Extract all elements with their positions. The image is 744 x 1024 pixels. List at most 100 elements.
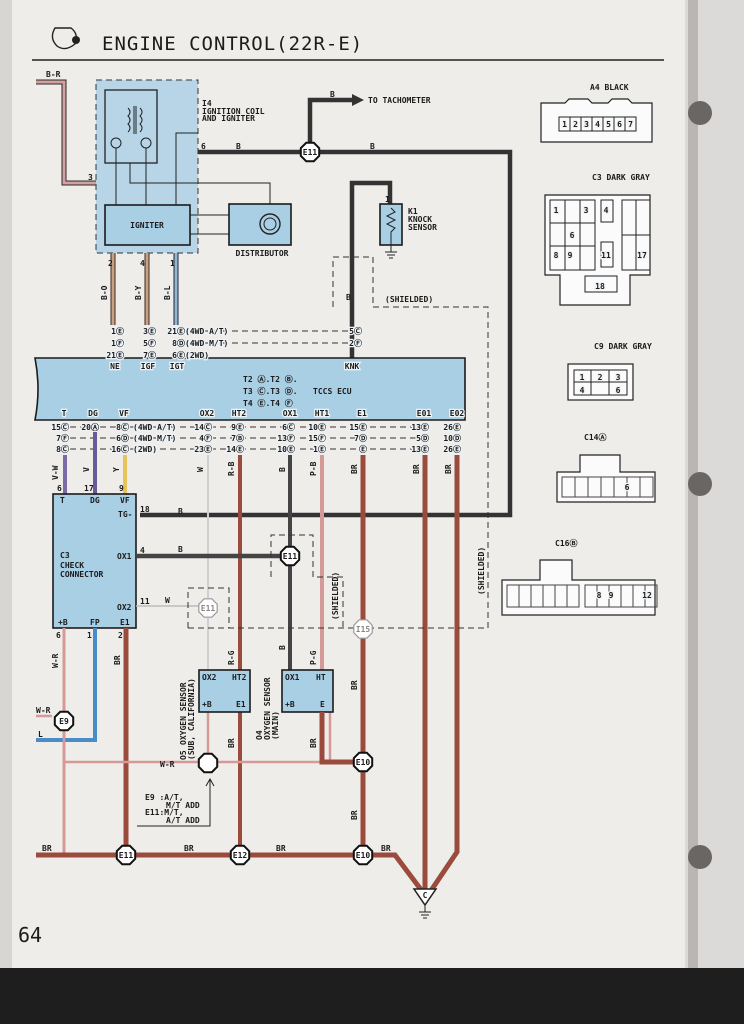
distributor-rotor-icon	[259, 213, 281, 235]
knock-sensor-id: K1	[408, 207, 418, 216]
ecu-terminal-label: E02	[450, 409, 465, 418]
tccs-ecu-box	[34, 357, 466, 421]
junction-e9	[53, 710, 75, 732]
connector-pin-number: 18	[595, 282, 605, 291]
pin-label: 1	[87, 631, 92, 640]
terminal-label: E1	[120, 618, 130, 627]
ecu-terminal-label: KNK	[345, 362, 360, 371]
ecu-pin: 4Ⓕ	[199, 433, 212, 443]
wire-label: B	[178, 507, 183, 516]
oxygen-sensor-main-id: O4	[255, 730, 264, 740]
wire-b-tach	[307, 97, 355, 152]
note-text: E9 :A/T,	[145, 793, 184, 802]
check-connector-id: C3	[60, 551, 70, 560]
wire-label: P-G	[309, 650, 318, 665]
ground-label: C	[423, 891, 428, 900]
ecu-pin: 7Ⓔ	[143, 350, 156, 360]
ecu-pin: 20Ⓐ	[81, 422, 99, 432]
ecu-pin: 15Ⓔ	[349, 422, 367, 432]
connector-pin-number: 2	[573, 120, 578, 129]
connector-cavity	[639, 476, 654, 498]
junction-e10-mid	[352, 751, 374, 773]
terminal-label: T	[60, 496, 65, 505]
connector-cavity	[624, 116, 637, 132]
ecu-terminal-label: T	[62, 409, 67, 418]
check-connector-name-2: CONNECTOR	[60, 570, 104, 579]
pin-label: 17	[84, 484, 94, 493]
ecu-pin: 13Ⓔ	[411, 444, 429, 454]
coil-housing	[104, 89, 158, 164]
oxygen-sensor-sub-name: OXYGEN SENSOR	[179, 682, 188, 745]
shielded-label: (SHIELDED)	[331, 572, 340, 620]
terminal-label: +B	[58, 618, 68, 627]
connector-pin-number: 11	[601, 251, 611, 260]
junction-label: E10	[356, 758, 371, 767]
wire-label: B	[330, 90, 335, 99]
ecu-pin: 14Ⓔ	[226, 444, 244, 454]
coil-winding-icon	[127, 106, 143, 134]
connector-pin-number: 5	[606, 120, 611, 129]
terminal-label: VF	[120, 496, 130, 505]
wire-label: P-B	[309, 461, 318, 476]
arrow-right-icon	[352, 94, 364, 106]
connector-pin-number: 3	[584, 206, 589, 215]
wire-br-o4	[319, 712, 363, 765]
terminal-label: OX2	[117, 603, 132, 612]
ecu-terminal-label: E01	[417, 409, 432, 418]
ecu-pin: 1Ⓔ	[111, 326, 124, 336]
ignition-coil-name-2: AND IGNITER	[202, 114, 255, 123]
variant-label: (4WD M/T)	[133, 434, 176, 443]
ecu-pin: 1Ⓔ	[313, 444, 326, 454]
ecu-terminal-label: OX1	[283, 409, 298, 418]
ecu-pin: 8Ⓓ	[172, 338, 185, 348]
wire-l	[36, 628, 97, 742]
pin-label: 6	[201, 142, 206, 151]
wire-label: V	[82, 467, 91, 472]
wire-label: B	[178, 545, 183, 554]
ecu-pin: 15Ⓕ	[308, 433, 326, 443]
connector-pin-number: 8	[554, 251, 559, 260]
connector-c3-label: C3 DARK GRAY	[592, 173, 650, 182]
ecu-terminal-label: HT1	[315, 409, 330, 418]
wire-label: B-R	[46, 70, 61, 79]
connector-c16-label: C16Ⓑ	[555, 538, 577, 548]
wire-label: B	[236, 142, 241, 151]
junction-label: E12	[233, 851, 248, 860]
oxygen-sensor-sub-name-2: (SUB, CALIFORNIA)	[187, 678, 196, 760]
connector-pin-number: 3	[616, 373, 621, 382]
variant-label: (2WD)	[133, 445, 157, 454]
ecu-terminal-label: VF	[119, 409, 129, 418]
ecu-pin: 5Ⓓ	[416, 433, 429, 443]
wire-label: B	[346, 293, 351, 302]
wire-knk	[349, 180, 393, 358]
ecu-pin: 6Ⓓ	[116, 433, 129, 443]
oxygen-sensor-sub-id: O5	[179, 750, 188, 760]
ecu-terminal-label: IGF	[141, 362, 156, 371]
connector-pin-number: 6	[616, 386, 621, 395]
connector-cavity	[566, 584, 580, 608]
ecu-pin: Ⓔ	[359, 444, 367, 454]
ecu-terminal-label: IGT	[170, 362, 185, 371]
wire-label: W-R	[160, 760, 175, 769]
pin-label: 9	[119, 484, 124, 493]
wire-label: BR	[184, 844, 194, 853]
distributor-rotor-inner	[263, 217, 277, 231]
ecu-connector-label: T2 Ⓐ.T2 Ⓑ.	[243, 374, 298, 384]
ecu-pin: 8Ⓒ	[116, 422, 129, 432]
ecu-pin: 13Ⓕ	[277, 433, 295, 443]
pin-label: 4	[140, 546, 145, 555]
wire-label: R-B	[227, 461, 236, 476]
binder-hole	[688, 845, 712, 869]
connector-pin-number: 4	[595, 120, 600, 129]
binder-hole	[688, 101, 712, 125]
page-edge-shadow	[0, 0, 12, 1024]
wire-label: BR	[350, 464, 359, 474]
igniter-box	[104, 204, 191, 246]
resistor-ground-icon	[385, 207, 397, 259]
connector-cavities	[549, 199, 651, 293]
pin-label: 4	[140, 259, 145, 268]
variant-label: (4WD A/T)	[133, 423, 176, 432]
ecu-pin: 21Ⓔ	[167, 326, 185, 336]
junction-label: E11	[283, 552, 298, 561]
